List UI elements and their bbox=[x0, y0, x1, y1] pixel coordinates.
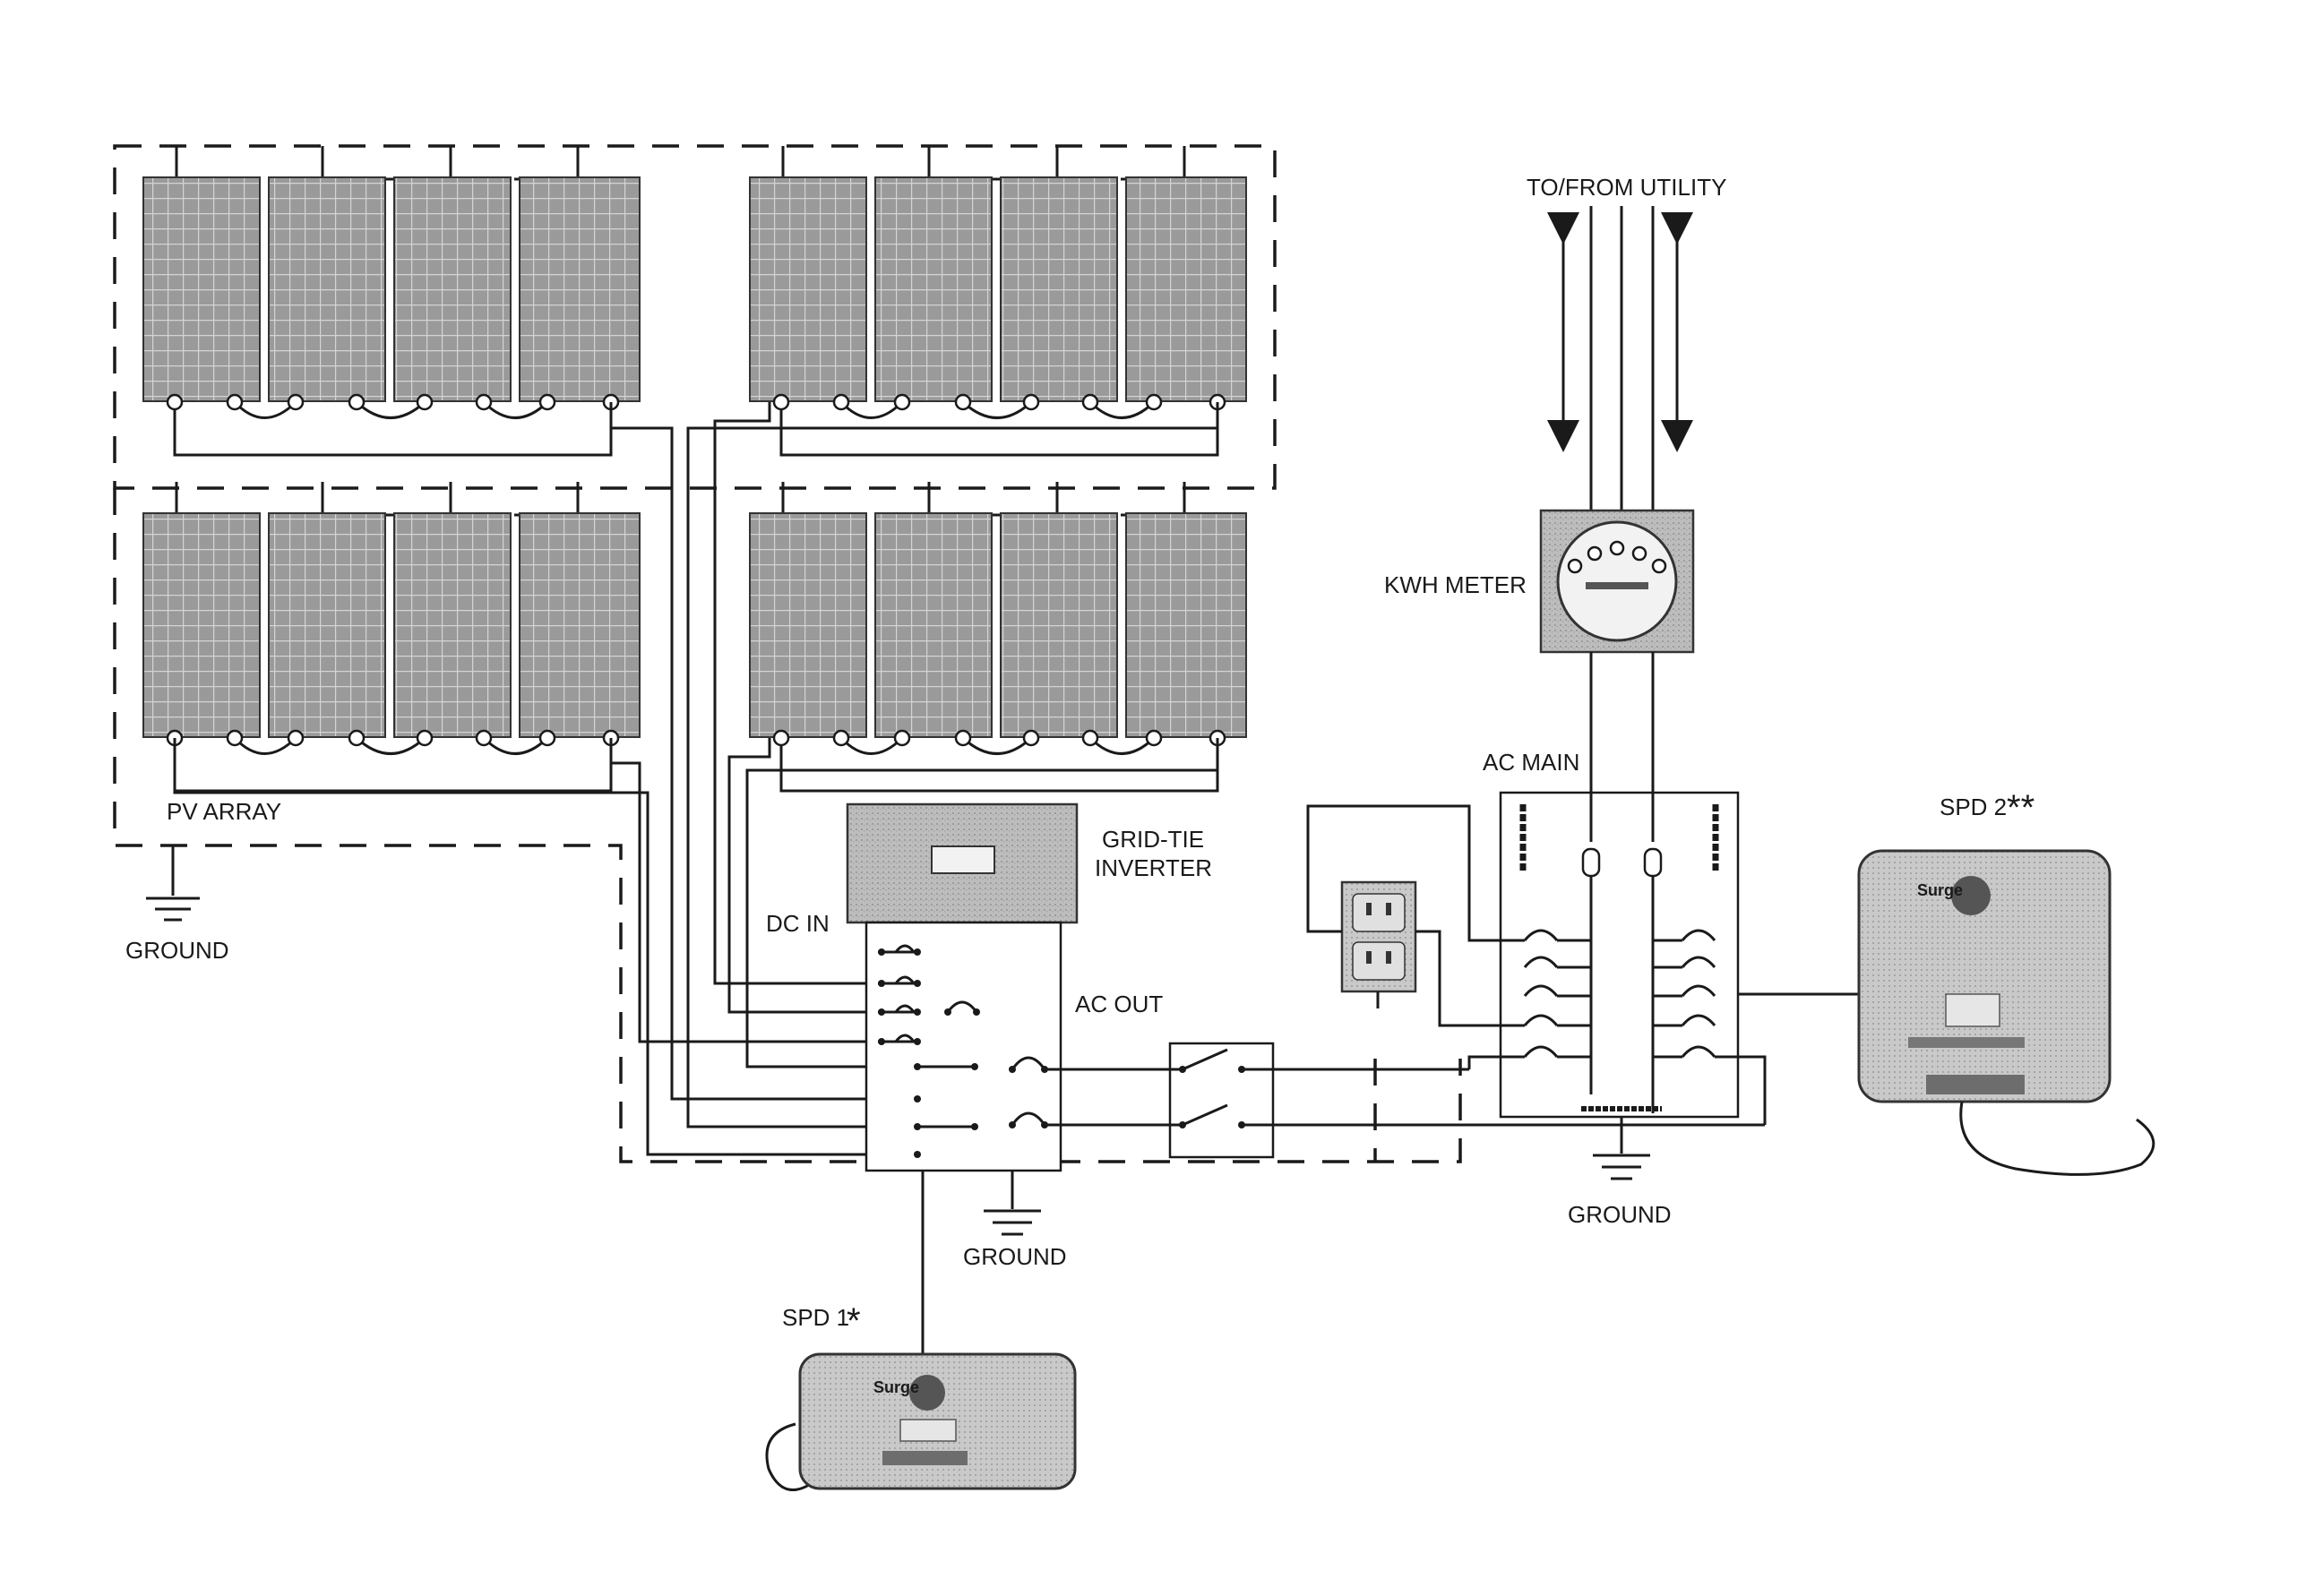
ac-main-label: AC MAIN bbox=[1483, 749, 1579, 776]
outlet-return-wire bbox=[1415, 930, 1525, 1027]
pv-array bbox=[113, 144, 1462, 1163]
spd2-label: SPD 2 bbox=[1940, 794, 2007, 820]
inverter-label-line1: GRID-TIE bbox=[1102, 826, 1204, 853]
inverter-ground-label: GROUND bbox=[963, 1243, 1067, 1270]
pv-subarray bbox=[142, 146, 641, 457]
breaker-icon bbox=[1523, 929, 1716, 1059]
spd1-label: SPD 1 bbox=[782, 1304, 849, 1331]
spd2-mark: ** bbox=[2007, 788, 2034, 828]
spd1-mark: * bbox=[847, 1301, 861, 1341]
dc-in-terminals bbox=[878, 944, 980, 1158]
dc-in-label: DC IN bbox=[766, 910, 830, 937]
pv-ground-label: GROUND bbox=[125, 937, 229, 964]
pv-array-enclosure-lower bbox=[113, 488, 1462, 1163]
grid-tie-inverter bbox=[846, 802, 1079, 1172]
panel-ground-symbol bbox=[1593, 1117, 1650, 1180]
kwh-meter-icon bbox=[1539, 509, 1695, 654]
inverter-ground-symbol bbox=[984, 1171, 1041, 1236]
dc-home-run-wires bbox=[173, 402, 1219, 1156]
pv-ground-symbol bbox=[146, 845, 200, 922]
outlet-feed-wire bbox=[1306, 804, 1525, 942]
utility-label: TO/FROM UTILITY bbox=[1527, 174, 1726, 201]
panel-neutral-wire bbox=[1715, 1055, 1767, 1125]
surge-protector-icon: Surge bbox=[1857, 849, 2155, 1176]
outlet-icon bbox=[1340, 880, 1417, 1008]
ac-main-panel bbox=[1499, 652, 1740, 1119]
spd1-brand: Surge bbox=[873, 1378, 919, 1396]
spd2-brand: Surge bbox=[1917, 881, 1963, 899]
panel-ground-label: GROUND bbox=[1568, 1201, 1672, 1228]
pv-backfeed-wire bbox=[1467, 1055, 1525, 1069]
pv-array-label: PV ARRAY bbox=[167, 798, 281, 825]
kwh-meter-label: KWH METER bbox=[1384, 571, 1527, 598]
pv-array-enclosure bbox=[113, 144, 1277, 490]
ac-disconnect-switch bbox=[1045, 1042, 1765, 1159]
ac-out-breakers bbox=[1009, 1056, 1048, 1128]
solar-panel-icon bbox=[142, 176, 641, 402]
surge-protector-icon: Surge bbox=[765, 1352, 1077, 1492]
inverter-label-line2: INVERTER bbox=[1095, 854, 1212, 881]
ac-out-label: AC OUT bbox=[1075, 991, 1163, 1017]
